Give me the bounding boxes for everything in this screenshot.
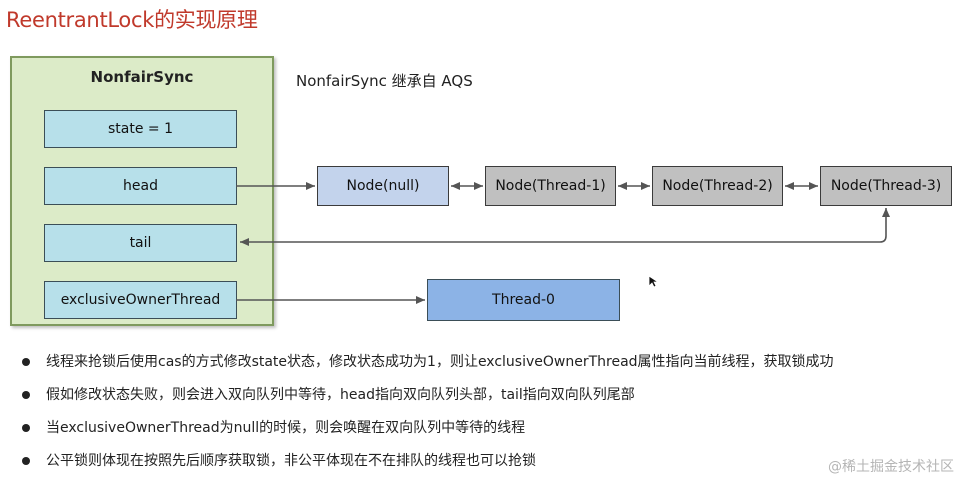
bullet-dot-icon [22,391,30,399]
class-name: NonfairSync [90,68,194,86]
diagram-title: ReentrantLock的实现原理 [6,8,258,32]
bullet-dot-icon [22,358,30,366]
bullet-text: 线程来抢锁后使用cas的方式修改state状态，修改状态成功为1，则让exclu… [46,354,834,370]
bullet-dot-icon [22,424,30,432]
node-null: Node(null) [317,166,449,206]
list-item: 假如修改状态失败，则会进入双向队列中等待，head指向双向队列头部，tail指向… [22,385,952,418]
bullet-text: 当exclusiveOwnerThread为null的时候，则会唤醒在双向队列中… [46,420,526,436]
mouse-cursor-icon [648,275,660,288]
node-thread-1: Node(Thread-1) [485,166,616,206]
bullet-text: 假如修改状态失败，则会进入双向队列中等待，head指向双向队列头部，tail指向… [46,387,635,403]
list-item: 线程来抢锁后使用cas的方式修改state状态，修改状态成功为1，则让exclu… [22,352,952,385]
field-state: state = 1 [44,110,237,148]
nonfairsync-class-box: NonfairSync state = 1 head tail exclusiv… [10,56,274,326]
list-item: 当exclusiveOwnerThread为null的时候，则会唤醒在双向队列中… [22,418,952,451]
node-thread-2: Node(Thread-2) [652,166,783,206]
owner-thread-box: Thread-0 [427,279,620,321]
explanation-list: 线程来抢锁后使用cas的方式修改state状态，修改状态成功为1，则让exclu… [22,352,952,484]
node-thread-3: Node(Thread-3) [820,166,952,206]
list-item: 公平锁则体现在按照先后顺序获取锁，非公平体现在不在排队的线程也可以抢锁 [22,451,952,484]
field-head: head [44,167,237,205]
watermark: @稀土掘金技术社区 [828,459,954,475]
field-tail: tail [44,224,237,262]
field-exclusive-owner-thread: exclusiveOwnerThread [44,281,237,319]
inheritance-note: NonfairSync 继承自 AQS [296,72,473,90]
bullet-dot-icon [22,457,30,465]
bullet-text: 公平锁则体现在按照先后顺序获取锁，非公平体现在不在排队的线程也可以抢锁 [46,453,536,469]
tail-pointer-arrow [240,208,890,246]
